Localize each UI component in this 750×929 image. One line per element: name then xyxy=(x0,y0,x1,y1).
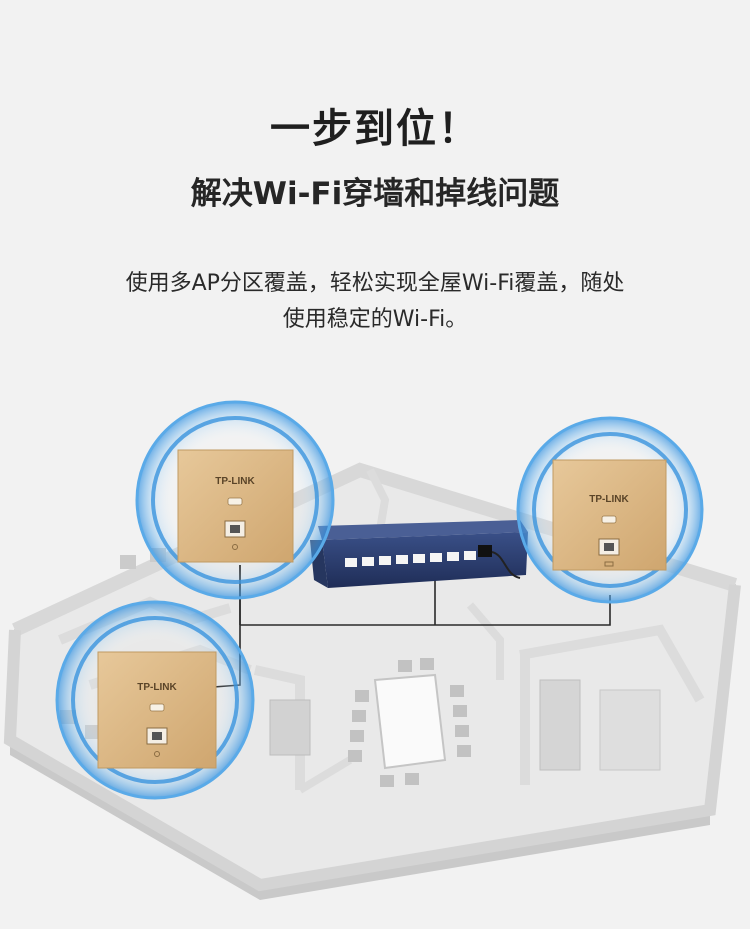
page-subtitle: 解决Wi-Fi穿墙和掉线问题 xyxy=(190,176,560,212)
ap-brand-label-2: TP-LINK xyxy=(589,494,629,505)
ap-brand-label-3: TP-LINK xyxy=(137,682,177,693)
ap-brand-label-1: TP-LINK xyxy=(215,476,255,487)
page-title: 一步到位！ xyxy=(270,106,480,152)
access-point-right: TP-LINK xyxy=(516,416,704,604)
access-point-bottom-left: TP-LINK xyxy=(55,600,255,800)
description-line-2: 使用稳定的Wi-Fi。 xyxy=(282,307,468,332)
access-point-top-left: TP-LINK xyxy=(135,400,335,600)
description: 使用多AP分区覆盖，轻松实现全屋Wi-Fi覆盖，随处 使用稳定的Wi-Fi。 xyxy=(60,266,690,338)
office-network-illustration: TP-LINK TP-LINK TP-LINK xyxy=(3,400,741,900)
network-switch xyxy=(310,520,528,588)
description-line-1: 使用多AP分区覆盖，轻松实现全屋Wi-Fi覆盖，随处 xyxy=(125,271,625,296)
